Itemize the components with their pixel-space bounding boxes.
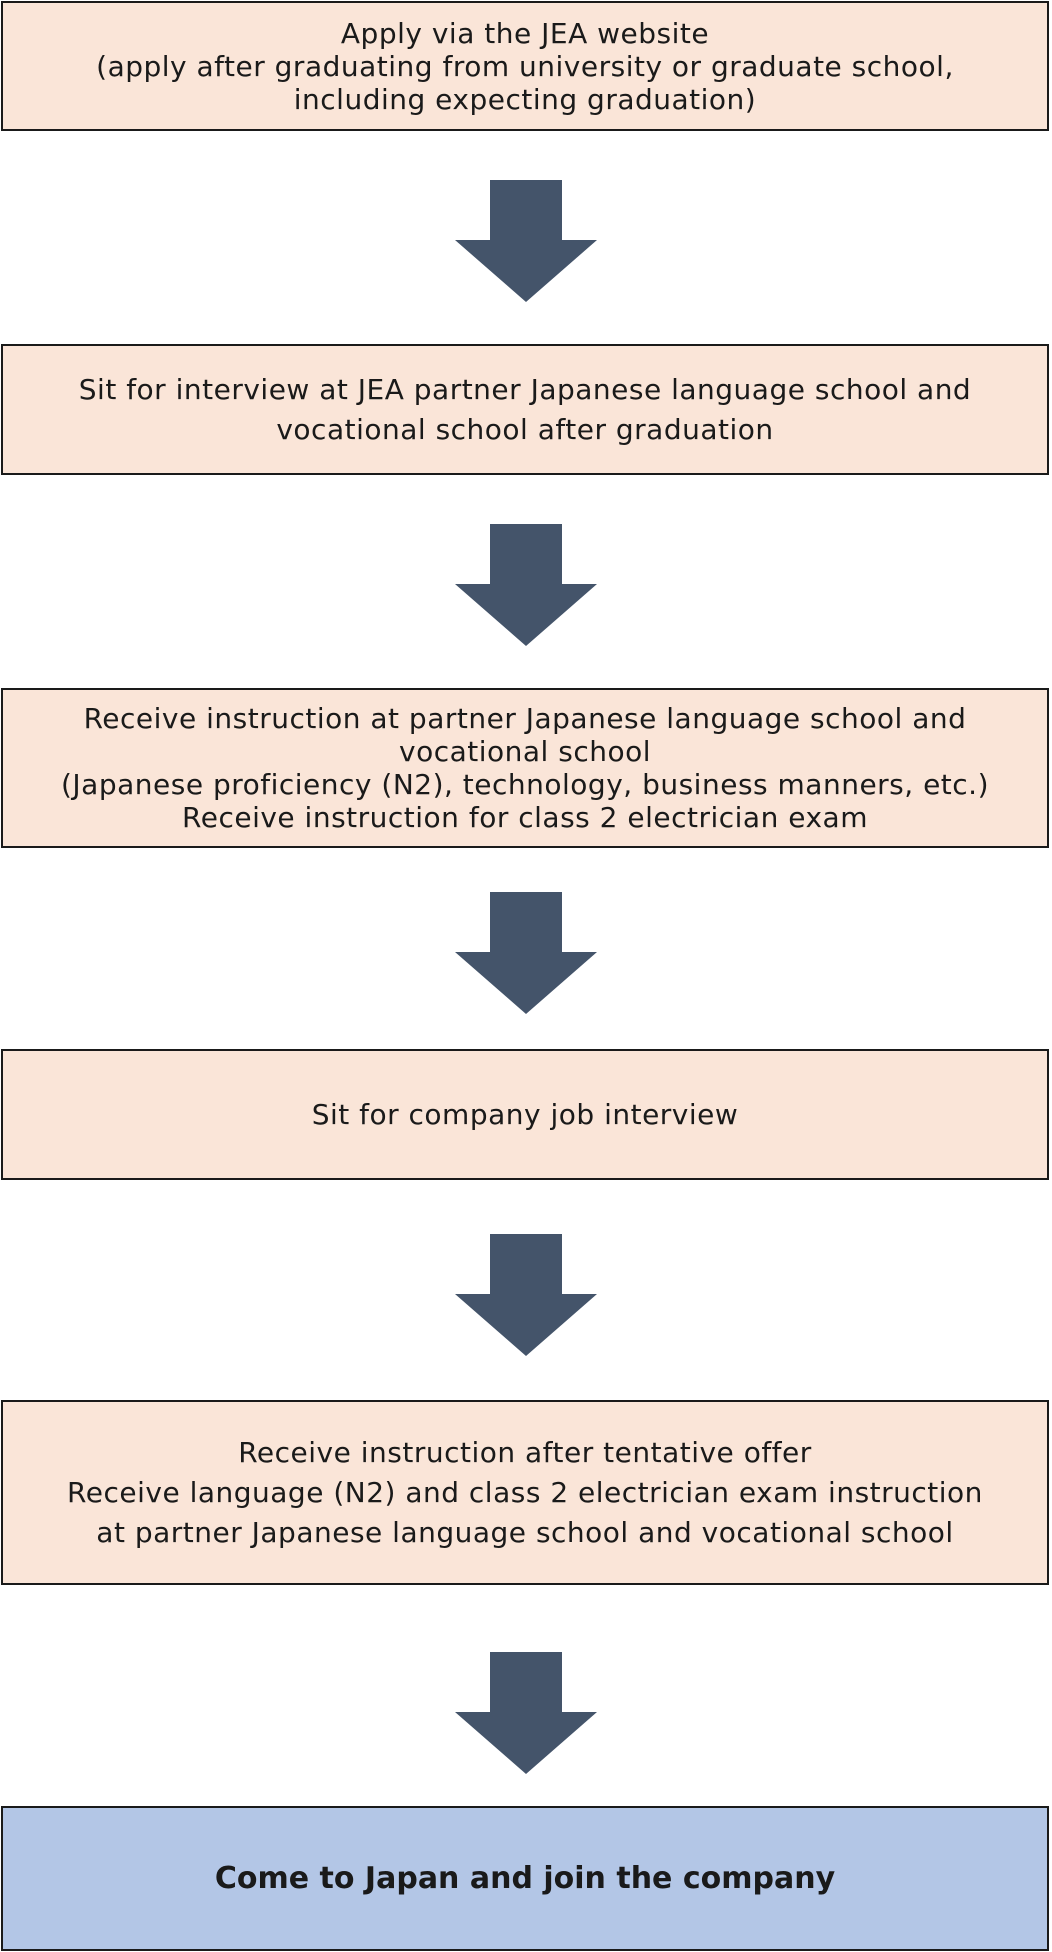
down-arrow-icon [455,524,597,646]
step-text-line: at partner Japanese language school and … [96,1515,954,1549]
step-text-line: Receive instruction at partner Japanese … [83,702,967,735]
step-company-interview: Sit for company job interview [1,1049,1049,1180]
step-text-line: vocational school [399,735,651,768]
down-arrow-icon [455,1652,597,1774]
step-text-line: Receive instruction after tentative offe… [238,1435,812,1469]
step-join-company: Come to Japan and join the company [1,1806,1049,1951]
down-arrow-icon [455,180,597,302]
step-text-line: vocational school after graduation [276,412,774,446]
step-text-line: including expecting graduation) [293,82,757,116]
step-text-line: Sit for company job interview [311,1098,739,1131]
step-text-line: Receive instruction for class 2 electric… [182,801,868,834]
step-text-line: Come to Japan and join the company [214,1861,836,1896]
step-text-line: (Japanese proficiency (N2), technology, … [60,768,989,801]
down-arrow-icon [455,892,597,1014]
step-text-line: (apply after graduating from university … [96,49,954,83]
step-apply-website: Apply via the JEA website (apply after g… [1,1,1049,131]
step-text-line: Apply via the JEA website [340,16,710,50]
step-partner-school-interview: Sit for interview at JEA partner Japanes… [1,344,1049,475]
step-text-line: Receive language (N2) and class 2 electr… [67,1475,983,1509]
step-instruction-after-offer: Receive instruction after tentative offe… [1,1400,1049,1585]
step-receive-instruction: Receive instruction at partner Japanese … [1,688,1049,848]
down-arrow-icon [455,1234,597,1356]
step-text-line: Sit for interview at JEA partner Japanes… [78,372,972,406]
